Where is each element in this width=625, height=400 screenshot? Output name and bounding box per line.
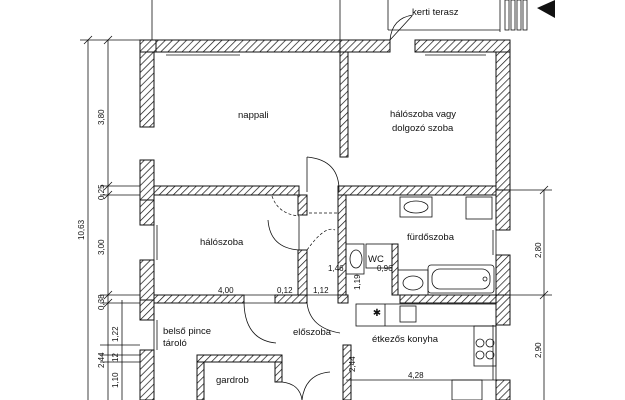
kitchen-fixtures: ✱ — [355, 303, 497, 400]
room-label-wc: WC — [368, 254, 384, 265]
north-arrow-icon — [537, 0, 555, 18]
dim-h-012: 0,12 — [277, 286, 293, 295]
room-label-kitchen: étkezős konyha — [372, 334, 439, 345]
dim-h-112: 1,12 — [313, 286, 329, 295]
dim-v-019: 1,19 — [353, 274, 362, 290]
room-label-cellar-line2: tároló — [163, 338, 187, 349]
dim-v-146: 1,46 — [328, 264, 344, 273]
room-label-living: nappali — [238, 110, 269, 121]
outer-walls — [139, 39, 511, 400]
dim-left-total: 10,63 — [77, 219, 86, 240]
dim-right-280: 2,80 — [534, 242, 543, 258]
dim-h-428: 4,28 — [408, 371, 424, 380]
toilet-icon — [349, 249, 363, 269]
room-label-cellar-line1: belső pince — [163, 326, 211, 337]
room-label-bathroom: fürdőszoba — [407, 232, 455, 243]
dim-left-110: 1,10 — [111, 372, 120, 388]
room-label-study-line2: dolgozó szoba — [392, 123, 454, 134]
dim-left-244: 2,44 — [97, 352, 106, 368]
dim-left-012: 12 — [111, 353, 120, 362]
interior-walls — [153, 51, 497, 400]
hall-dashed-line — [306, 195, 338, 214]
dim-h-400: 4,00 — [218, 286, 234, 295]
room-label-study-line1: hálószoba vagy — [390, 109, 456, 120]
room-label-wardrobe: gardrob — [216, 375, 249, 386]
terrace-area — [151, 0, 555, 40]
room-label-bedroom: hálószoba — [200, 237, 244, 248]
wc-fixtures — [345, 243, 429, 296]
left-dimension-lines — [80, 35, 140, 400]
dim-left-300: 3,00 — [97, 239, 106, 255]
doors — [243, 14, 414, 400]
dim-right-290: 2,90 — [534, 342, 543, 358]
washbasin-icon — [403, 200, 429, 214]
dim-left-025: 0,25 — [97, 184, 106, 200]
dim-left-380: 3,80 — [97, 109, 106, 125]
dim-v-244b: 2,44 — [348, 356, 357, 372]
interior-dimension-lines — [154, 244, 496, 381]
bathroom-fixtures — [399, 196, 495, 294]
right-dimension-lines — [510, 185, 552, 400]
dim-left-038: 0,38 — [97, 294, 106, 310]
stove-icon: ✱ — [373, 308, 381, 319]
dim-wc-area: 0,96 — [377, 264, 393, 273]
dim-left-122: 1,22 — [111, 326, 120, 342]
room-label-terrace: kerti terasz — [412, 7, 459, 18]
room-label-hall: előszoba — [293, 327, 332, 338]
